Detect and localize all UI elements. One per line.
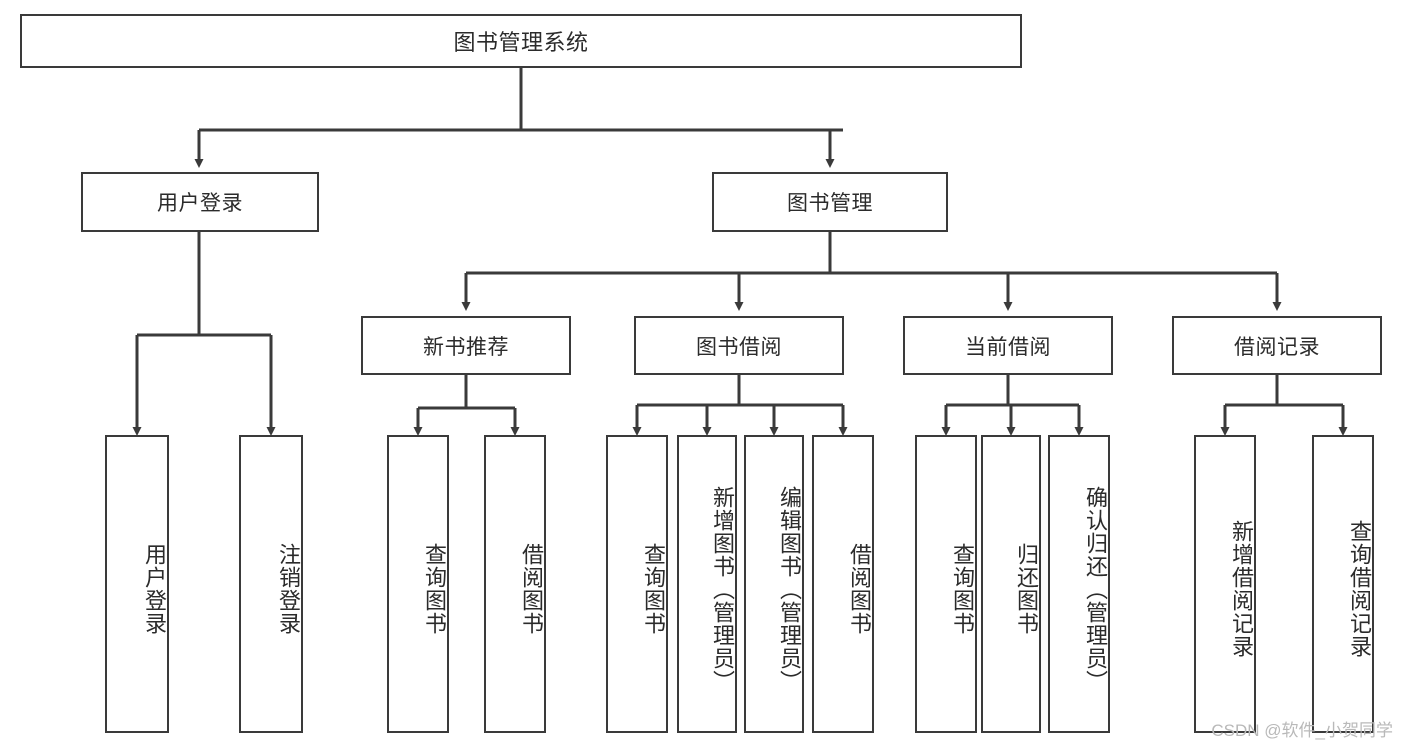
node-root[interactable]: 图书管理系统 bbox=[20, 14, 1022, 68]
node-leaf-query-book-2[interactable]: 查询图书 bbox=[606, 435, 668, 733]
node-leaf-edit-book[interactable]: 编辑图书（管理员） bbox=[744, 435, 804, 733]
node-book-borrow[interactable]: 图书借阅 bbox=[634, 316, 844, 375]
node-leaf-query-book-3[interactable]: 查询图书 bbox=[915, 435, 977, 733]
node-user-login[interactable]: 用户登录 bbox=[81, 172, 319, 232]
node-new-book-recommend[interactable]: 新书推荐 bbox=[361, 316, 571, 375]
node-leaf-add-book[interactable]: 新增图书（管理员） bbox=[677, 435, 737, 733]
node-leaf-add-record[interactable]: 新增借阅记录 bbox=[1194, 435, 1256, 733]
node-leaf-query-record[interactable]: 查询借阅记录 bbox=[1312, 435, 1374, 733]
node-leaf-borrow-book-2[interactable]: 借阅图书 bbox=[812, 435, 874, 733]
node-leaf-return-book[interactable]: 归还图书 bbox=[981, 435, 1041, 733]
node-borrow-record[interactable]: 借阅记录 bbox=[1172, 316, 1382, 375]
node-leaf-confirm-return[interactable]: 确认归还（管理员） bbox=[1048, 435, 1110, 733]
node-leaf-user-login[interactable]: 用户登录 bbox=[105, 435, 169, 733]
node-book-manage[interactable]: 图书管理 bbox=[712, 172, 948, 232]
node-leaf-borrow-book-1[interactable]: 借阅图书 bbox=[484, 435, 546, 733]
node-leaf-query-book-1[interactable]: 查询图书 bbox=[387, 435, 449, 733]
watermark: CSDN @软件_小贺同学 bbox=[1211, 721, 1393, 740]
node-leaf-logout-login[interactable]: 注销登录 bbox=[239, 435, 303, 733]
node-current-borrow[interactable]: 当前借阅 bbox=[903, 316, 1113, 375]
